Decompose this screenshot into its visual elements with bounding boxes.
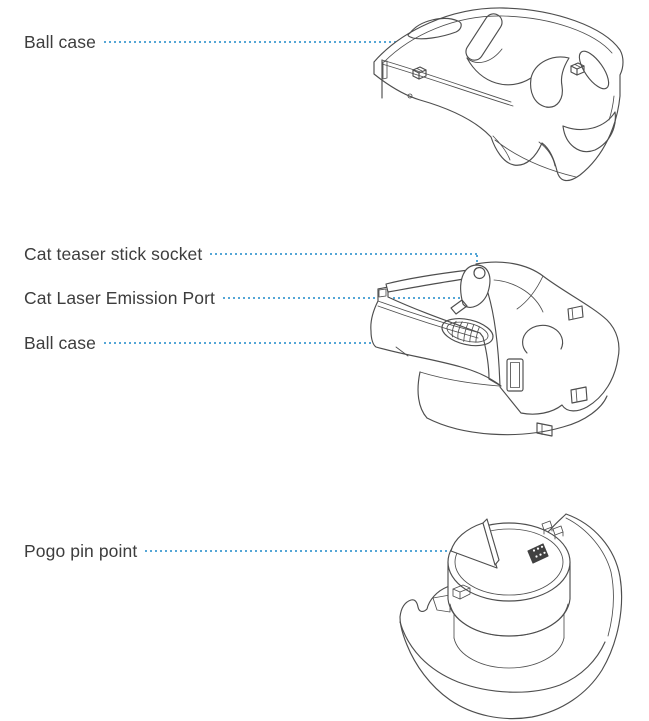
body-dome-arc <box>493 279 544 313</box>
front-face-edge-2 <box>381 59 512 103</box>
screw-dot <box>407 93 413 99</box>
laser-emission-port <box>450 299 468 315</box>
body-clip-mid-right <box>570 386 588 404</box>
teaser-arm <box>385 269 473 293</box>
top-swoosh-curve <box>466 57 532 86</box>
leader-line <box>210 253 478 255</box>
label-text: Pogo pin point <box>24 541 138 561</box>
clip-cube-left <box>412 66 427 80</box>
kidney-recess <box>530 56 570 108</box>
label-pogo-pin-point: Pogo pin point <box>24 539 528 563</box>
leader-line <box>222 297 470 299</box>
laser-unit-illustration <box>370 261 620 437</box>
unit-base-cylinder <box>417 371 608 437</box>
notch-fin <box>482 518 500 566</box>
rim-clip-b <box>552 525 564 540</box>
label-text: Cat teaser stick socket <box>24 244 203 264</box>
rim-clip-a <box>541 520 553 535</box>
skirt-inner-line <box>494 139 577 178</box>
leader-line <box>103 41 465 43</box>
front-flap <box>432 594 451 613</box>
front-face-edge <box>381 63 514 107</box>
turntable-notch-wedge <box>450 522 498 569</box>
label-cat-teaser-stick-socket: Cat teaser stick socket <box>24 242 478 266</box>
label-cat-laser-emission-port: Cat Laser Emission Port <box>24 286 470 310</box>
label-ball-case-top: Ball case <box>24 30 465 54</box>
body-clip-top-right <box>567 305 584 321</box>
unit-body-silhouette <box>475 261 620 415</box>
capsule-slot-depth <box>466 48 503 63</box>
base-station-illustration <box>399 513 623 720</box>
capsule-slot <box>465 13 503 61</box>
turntable-inner-ring <box>454 528 564 596</box>
label-text: Ball case <box>24 333 96 353</box>
leader-line-vertical <box>476 255 478 271</box>
socket-inner-arc <box>473 267 477 277</box>
label-text: Ball case <box>24 32 96 52</box>
shell-rim-line <box>377 300 481 334</box>
shell-rim-line-2 <box>377 305 479 339</box>
shell-left-tab <box>378 288 387 298</box>
turntable-lip-arc <box>449 603 569 637</box>
leader-line <box>103 342 458 344</box>
shell-bottom-step <box>395 346 409 357</box>
leader-line <box>145 550 528 552</box>
dome-silhouette <box>373 7 624 182</box>
dome-inner-rim <box>383 15 613 63</box>
wall-inner-sweep <box>399 621 606 693</box>
label-ball-case-middle: Ball case <box>24 331 458 355</box>
lip-clip-left <box>452 584 471 600</box>
body-circular-recess <box>522 324 564 354</box>
ball-case-opening <box>441 318 494 347</box>
body-front-slot <box>506 358 524 392</box>
right-rim-oval-opening <box>578 50 610 90</box>
top-banana-opening <box>407 17 462 40</box>
label-text: Cat Laser Emission Port <box>24 288 215 308</box>
skirt-dip-crease-right <box>538 141 556 167</box>
ball-case-top-cover-illustration <box>373 7 624 182</box>
right-crease <box>608 95 615 121</box>
wall-thickness-line <box>565 517 614 637</box>
side-wall-slot <box>562 111 616 153</box>
pogo-pin-connector <box>527 543 549 564</box>
lower-band-arc <box>453 637 565 669</box>
skirt-dip-crease-left <box>492 135 511 161</box>
